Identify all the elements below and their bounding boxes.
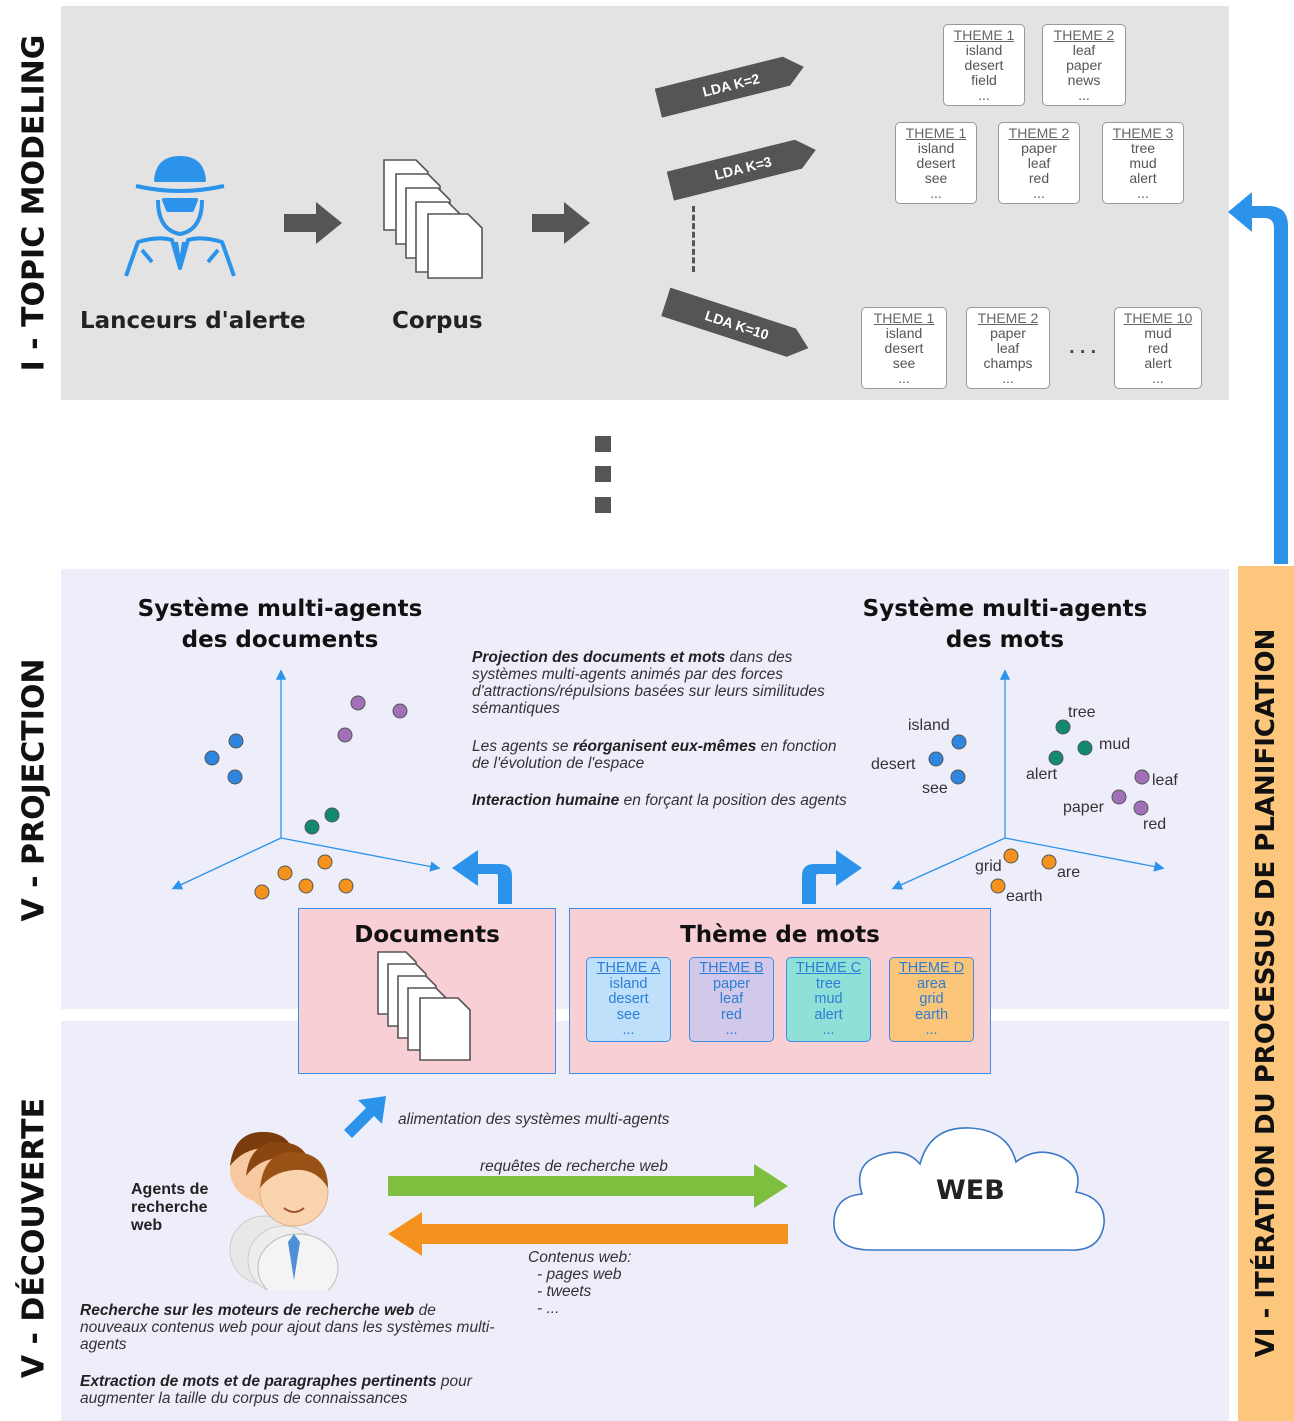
- documents-icon: [377, 951, 471, 1061]
- web-cloud-icon: [833, 1127, 1105, 1251]
- word-label: grid: [975, 858, 1002, 875]
- dashed-connector: [692, 206, 695, 272]
- discovery-description-1: Recherche sur les moteurs de recherche w…: [80, 1302, 495, 1353]
- word-label: earth: [1006, 888, 1043, 905]
- requests-arrow-icon: [388, 1164, 788, 1208]
- feed-arrow-icon: [344, 1096, 386, 1138]
- iteration-band: [1238, 566, 1294, 1421]
- whistleblowers-label: Lanceurs d'alerte: [80, 308, 306, 334]
- projection-description-1: Projection des documents et mots dans de…: [472, 649, 825, 717]
- word-label: alert: [1026, 766, 1058, 783]
- section-title-projection: V - PROJECTION: [16, 658, 52, 922]
- words-projection-plot: [891, 669, 1165, 894]
- more-themes-ellipsis: ...: [1068, 328, 1101, 359]
- section-title-discovery: V - DÉCOUVERTE: [16, 1097, 52, 1379]
- word-label: desert: [871, 756, 916, 773]
- word-label: see: [922, 780, 948, 797]
- word-label: tree: [1068, 704, 1096, 721]
- corpus-label: Corpus: [392, 308, 483, 334]
- discovery-description-2: Extraction de mots et de paragraphes per…: [80, 1373, 472, 1407]
- requests-label: requêtes de recherche web: [480, 1158, 668, 1175]
- projection-description-2: Les agents se réorganisent eux-mêmes en …: [472, 738, 837, 772]
- curved-arrow-right-icon: [802, 850, 862, 904]
- documents-box-title: Documents: [354, 922, 500, 948]
- search-agents-icon: [229, 1131, 339, 1290]
- continuation-dot: [595, 436, 611, 452]
- web-label: WEB: [936, 1175, 1005, 1206]
- flow-arrow-icon: [284, 202, 342, 244]
- continuation-dot: [595, 497, 611, 513]
- content-arrow-icon: [388, 1212, 788, 1256]
- whistleblower-icon: [124, 156, 236, 277]
- web-content-list: Contenus web: - pages web - tweets - ...: [528, 1249, 632, 1317]
- section-title-iteration: VI - ITÉRATION DU PROCESSUS DE PLANIFICA…: [1251, 628, 1281, 1358]
- curved-arrow-left-icon: [452, 850, 512, 904]
- continuation-dot: [595, 466, 611, 482]
- word-label: island: [908, 717, 950, 734]
- feed-label: alimentation des systèmes multi-agents: [398, 1111, 670, 1128]
- word-label: paper: [1063, 799, 1104, 816]
- flow-arrow-icon: [532, 202, 590, 244]
- iteration-return-arrow-icon: [1228, 192, 1288, 564]
- themes-box-title: Thème de mots: [680, 922, 880, 948]
- documents-projection-plot: [171, 669, 441, 900]
- word-label: leaf: [1152, 772, 1178, 789]
- projection-description-3: Interaction humaine en forçant la positi…: [472, 792, 847, 809]
- word-label: mud: [1099, 736, 1131, 753]
- section-title-topic-modeling: I - TOPIC MODELING: [16, 34, 52, 372]
- word-label: red: [1143, 816, 1167, 833]
- corpus-documents-icon: [383, 159, 483, 279]
- word-label: are: [1057, 864, 1081, 881]
